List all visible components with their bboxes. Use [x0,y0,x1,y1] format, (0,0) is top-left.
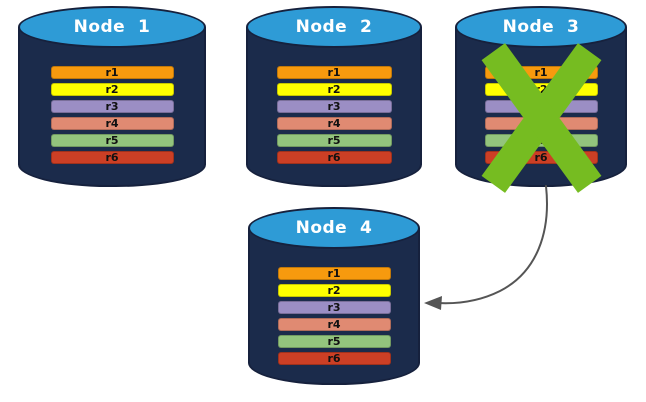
record-bar: r2 [50,83,174,96]
record-label: r1 [327,267,341,280]
record-label: r5 [534,134,548,147]
record-label: r3 [534,100,548,113]
record-bar: r1 [50,66,174,79]
node-4-records: r1 r2 r3 r4 r5 r6 [248,267,420,365]
connector-line [436,185,548,305]
record-label: r5 [327,335,341,348]
record-label: r2 [327,284,341,297]
record-bar: r5 [484,134,598,147]
record-label: r6 [534,151,548,164]
record-bar: r2 [276,83,392,96]
record-bar: r6 [276,151,392,164]
record-bar: r1 [484,66,598,79]
node-3-cylinder-top [455,6,627,48]
record-bar: r1 [277,267,391,280]
node-2-records: r1 r2 r3 r4 r5 r6 [246,66,422,164]
record-label: r1 [327,66,341,79]
record-bar: r5 [50,134,174,147]
node-1-records: r1 r2 r3 r4 r5 r6 [18,66,206,164]
record-bar: r5 [276,134,392,147]
record-label: r6 [327,352,341,365]
record-label: r4 [327,117,341,130]
record-label: r1 [534,66,548,79]
record-label: r6 [105,151,119,164]
record-label: r2 [105,83,119,96]
record-label: r4 [105,117,119,130]
record-bar: r3 [277,301,391,314]
connector-arrowhead [424,296,442,310]
record-bar: r6 [277,352,391,365]
record-bar: r3 [276,100,392,113]
record-label: r3 [327,100,341,113]
record-bar: r2 [277,284,391,297]
record-label: r1 [105,66,119,79]
record-label: r5 [105,134,119,147]
record-bar: r4 [277,318,391,331]
record-label: r6 [327,151,341,164]
node-1-cylinder-top [18,6,206,48]
record-label: r4 [534,117,548,130]
record-label: r3 [105,100,119,113]
record-label: r2 [534,83,548,96]
node-2-cylinder-top [246,6,422,48]
record-bar: r5 [277,335,391,348]
record-bar: r6 [50,151,174,164]
record-bar: r1 [276,66,392,79]
record-bar: r2 [484,83,598,96]
record-bar: r3 [50,100,174,113]
record-label: r3 [327,301,341,314]
record-bar: r4 [484,117,598,130]
record-label: r2 [327,83,341,96]
node-4-cylinder-top [248,207,420,249]
node-3-records: r1 r2 r3 r4 r5 r6 [455,66,627,164]
record-label: r5 [327,134,341,147]
record-label: r4 [327,318,341,331]
record-bar: r6 [484,151,598,164]
record-bar: r4 [50,117,174,130]
record-bar: r3 [484,100,598,113]
record-bar: r4 [276,117,392,130]
connector-node3-to-node4 [424,185,548,310]
